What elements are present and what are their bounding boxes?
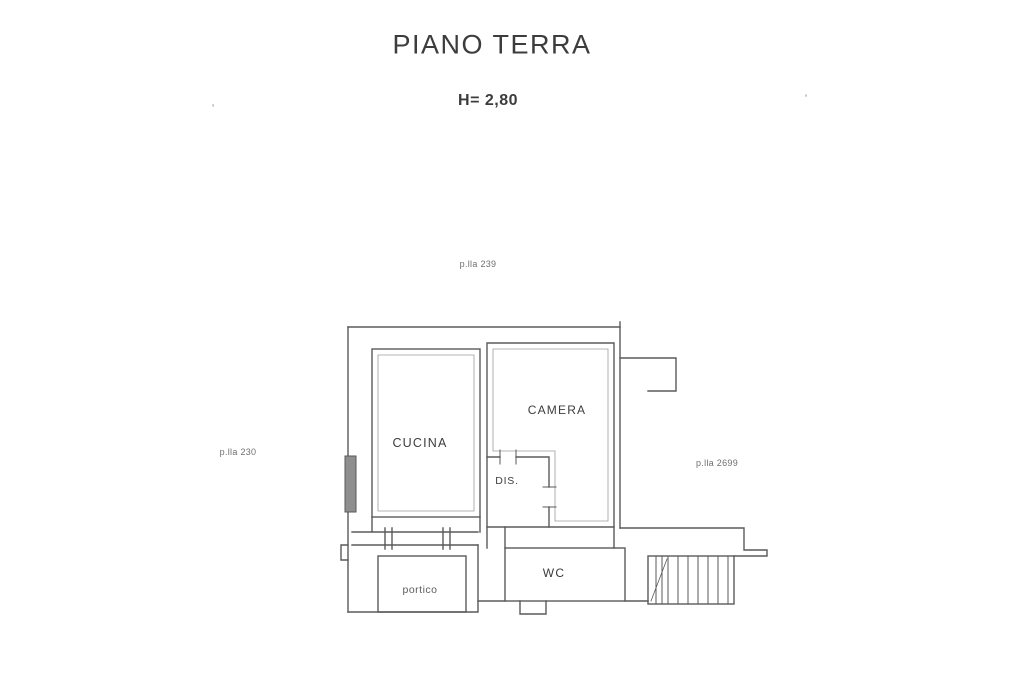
page-title: PIANO TERRA [392, 29, 592, 60]
room-wc-outline [504, 547, 626, 602]
annex-top-right [619, 357, 677, 392]
left-wall-notch [340, 544, 349, 561]
boundary-right-step [619, 527, 768, 557]
room-label-cucina: CUCINA [392, 436, 448, 450]
left-wall-thickening [344, 455, 357, 513]
room-label-dis: DIS. [495, 475, 519, 487]
room-label-wc: WC [542, 566, 566, 580]
south-wall [351, 516, 481, 550]
stair-treads [655, 555, 729, 605]
wc-step [519, 600, 547, 615]
dis-walls [486, 456, 550, 528]
corridor-walls [477, 526, 615, 602]
scan-mark-left: , [211, 97, 215, 109]
stairs-outline [647, 555, 735, 605]
room-portico-outline [377, 555, 467, 613]
room-cucina-outline [371, 348, 481, 518]
parcel-label-2699: p.lla 2699 [695, 458, 739, 468]
room-camera-outline [486, 342, 615, 528]
height-label: H= 2,80 [458, 92, 518, 109]
scan-mark-right: ' [805, 93, 807, 105]
wall-inner-lines [377, 348, 609, 522]
stair-diagonal [650, 558, 668, 602]
door-jambs [499, 449, 557, 508]
parcel-label-230: p.lla 230 [219, 447, 257, 457]
outer-wall-bottom [347, 600, 506, 613]
room-label-camera: CAMERA [527, 403, 587, 417]
room-label-portico: portico [402, 584, 438, 596]
parcel-label-239: p.lla 239 [459, 259, 497, 269]
